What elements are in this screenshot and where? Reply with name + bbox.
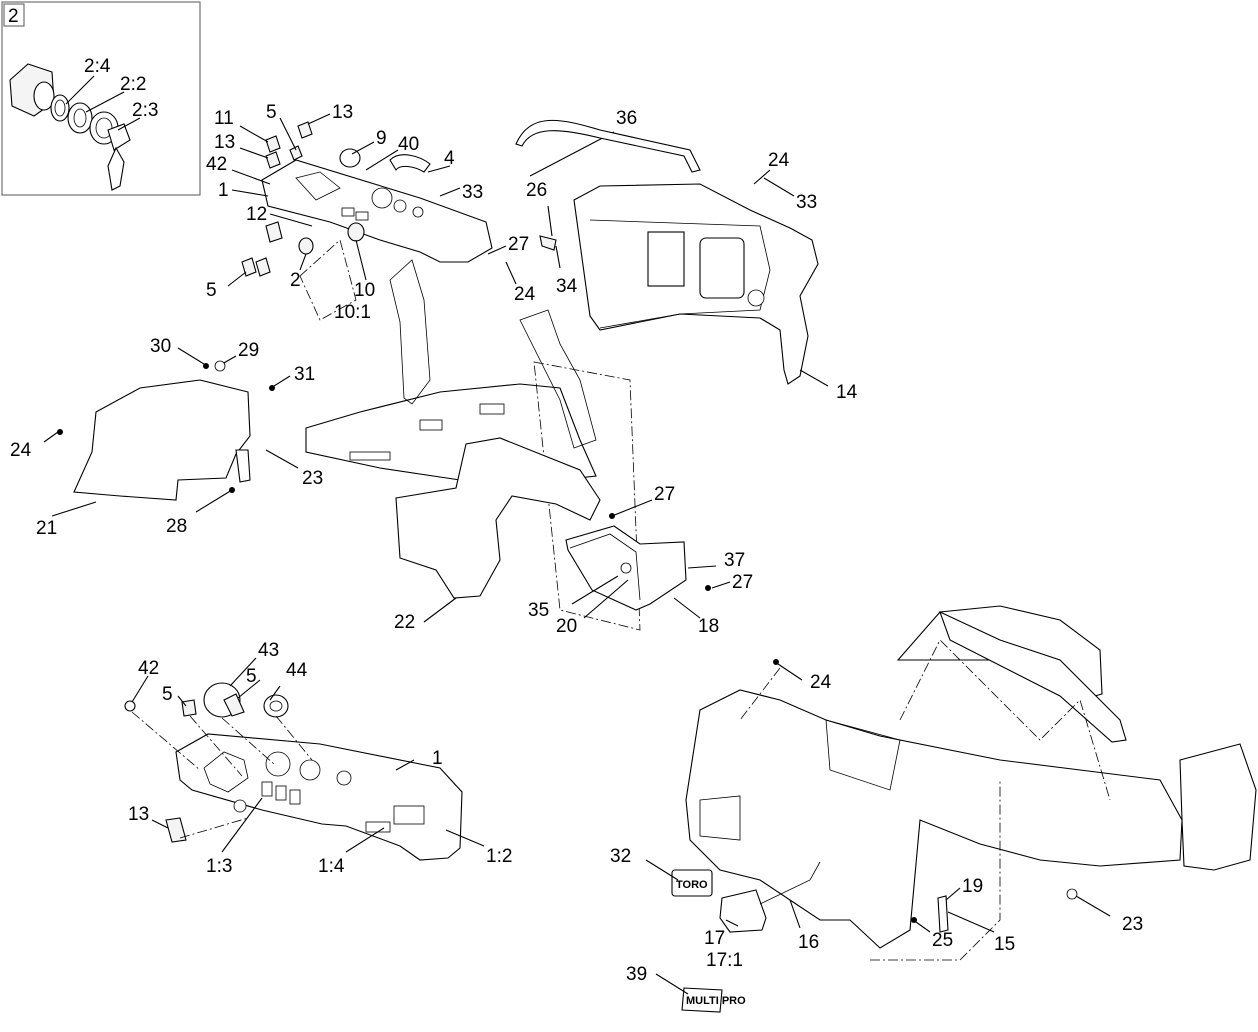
callout-13-bottom: 13 bbox=[128, 804, 149, 825]
callout-5-bottom-left: 5 bbox=[162, 684, 173, 705]
callout-39: 39 bbox=[626, 964, 647, 985]
bracket-18 bbox=[565, 499, 731, 619]
callout-31: 31 bbox=[294, 364, 315, 385]
toro-decal-32: TORO bbox=[671, 869, 713, 897]
full-assembly: TORO MULTI PRO bbox=[645, 605, 1257, 1013]
callout-21: 21 bbox=[36, 518, 57, 539]
panel-1-detail bbox=[124, 657, 485, 861]
callout-35: 35 bbox=[528, 600, 549, 621]
callout-1-2: 1:2 bbox=[486, 846, 512, 867]
model-decal-39: MULTI PRO bbox=[681, 987, 746, 1013]
callout-1-top: 1 bbox=[218, 180, 229, 201]
callout-24-bottom: 24 bbox=[810, 672, 832, 693]
callout-1-bottom: 1 bbox=[432, 748, 443, 769]
callout-1-4: 1:4 bbox=[318, 856, 345, 877]
callout-4: 4 bbox=[444, 148, 455, 169]
callout-33-left: 33 bbox=[462, 182, 483, 203]
callout-34: 34 bbox=[556, 276, 578, 297]
callout-10-1: 10:1 bbox=[334, 302, 371, 323]
callout-36: 36 bbox=[616, 108, 637, 129]
callout-18: 18 bbox=[698, 616, 719, 637]
callout-13-top: 13 bbox=[332, 102, 353, 123]
callout-20: 20 bbox=[556, 616, 577, 637]
callout-13-left: 13 bbox=[214, 132, 235, 153]
console-cover-14 bbox=[539, 169, 829, 387]
callout-30: 30 bbox=[150, 336, 171, 357]
side-panel-21 bbox=[43, 347, 299, 517]
callout-27-top: 27 bbox=[508, 234, 529, 255]
callout-22: 22 bbox=[394, 612, 415, 633]
callout-1-3: 1:3 bbox=[206, 856, 232, 877]
callout-44: 44 bbox=[286, 660, 308, 681]
callout-14: 14 bbox=[836, 382, 858, 403]
callout-5-bottom-right: 5 bbox=[246, 666, 257, 687]
callout-10: 10 bbox=[354, 280, 375, 301]
callout-5-left: 5 bbox=[206, 280, 217, 301]
callout-16: 16 bbox=[798, 932, 819, 953]
callout-23-left: 23 bbox=[302, 468, 323, 489]
callout-26: 26 bbox=[526, 180, 547, 201]
callout-2: 2 bbox=[290, 270, 301, 291]
callout-11: 11 bbox=[214, 108, 234, 129]
callout-43: 43 bbox=[258, 640, 279, 661]
inset-detail-2: 2 2:4 2:2 2:3 bbox=[1, 1, 201, 196]
callout-15: 15 bbox=[994, 934, 1015, 955]
inset-label-2-4: 2:4 bbox=[84, 56, 111, 77]
callout-37: 37 bbox=[724, 550, 745, 571]
callout-24-right: 24 bbox=[768, 150, 790, 171]
fender-22 bbox=[395, 437, 601, 623]
callout-42-top: 42 bbox=[206, 154, 227, 175]
callout-24-center: 24 bbox=[514, 284, 536, 305]
callout-17-1: 17:1 bbox=[706, 950, 743, 971]
callout-40: 40 bbox=[398, 134, 419, 155]
callout-23-right: 23 bbox=[1122, 914, 1143, 935]
callout-32: 32 bbox=[610, 846, 631, 867]
callout-17: 17 bbox=[704, 928, 725, 949]
callout-42-bottom: 42 bbox=[138, 658, 159, 679]
inset-number: 2 bbox=[8, 6, 19, 27]
callout-24-left: 24 bbox=[10, 440, 32, 461]
callout-labels: 36 4 9 40 13 5 11 13 42 1 12 2 5 10 10:1… bbox=[10, 102, 1143, 985]
inset-label-2-3: 2:3 bbox=[132, 100, 158, 121]
callout-29: 29 bbox=[238, 340, 259, 361]
callout-33-right: 33 bbox=[796, 192, 817, 213]
dash-panel-assembly bbox=[227, 113, 615, 321]
callout-19: 19 bbox=[962, 876, 983, 897]
toro-logo-text: TORO bbox=[676, 879, 708, 891]
wind-deflector-36 bbox=[515, 119, 701, 173]
inset-label-2-2: 2:2 bbox=[120, 74, 146, 95]
callout-9: 9 bbox=[376, 128, 387, 149]
model-decal-text: MULTI PRO bbox=[686, 995, 746, 1007]
key-switch-icon bbox=[9, 63, 131, 191]
callout-27-center: 27 bbox=[654, 484, 675, 505]
callout-27-lower: 27 bbox=[732, 572, 753, 593]
callout-12: 12 bbox=[246, 204, 267, 225]
callout-25: 25 bbox=[932, 930, 953, 951]
callout-28: 28 bbox=[166, 516, 187, 537]
callout-5-top: 5 bbox=[266, 102, 277, 123]
